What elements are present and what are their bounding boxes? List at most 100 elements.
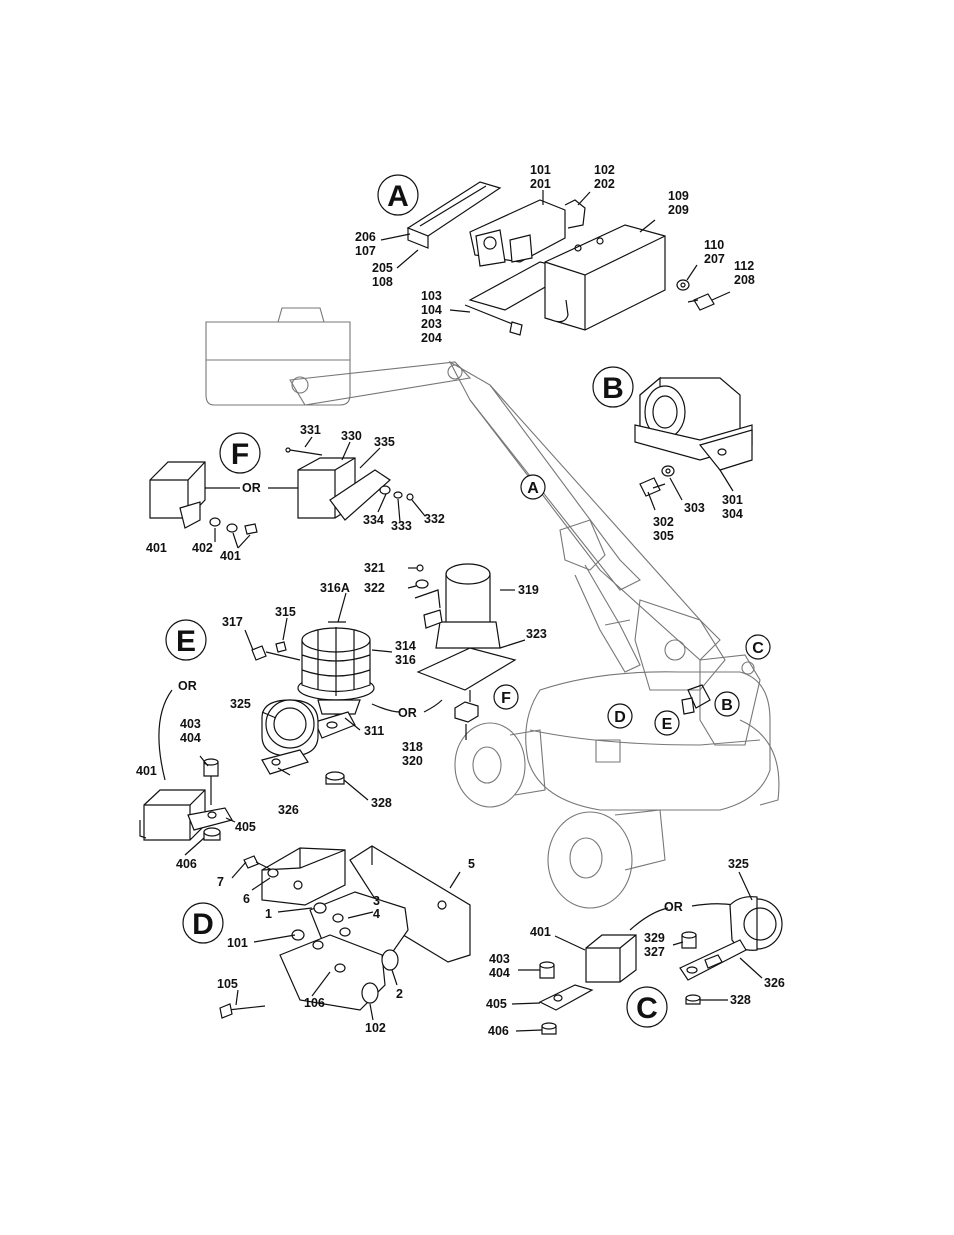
part-label-labels-p109_209-1: 209: [668, 203, 689, 217]
part-label-views-E: E: [176, 625, 196, 658]
beacon-319-assembly: [407, 563, 526, 740]
part-label-labels-p314_316-1: 316: [395, 653, 416, 667]
part-label-or_label: OR: [242, 481, 261, 495]
part-label-labels-p319: 319: [518, 583, 539, 597]
view-E: E: [139, 592, 443, 856]
part-label-labels-p5: 5: [468, 857, 475, 871]
part-label-labels-p401_f: 401: [146, 541, 167, 555]
part-label-labels-p101_201-0: 101: [530, 163, 551, 177]
part-label-labels-p403_404_c-0: 403: [489, 952, 510, 966]
part-label-labels-p330: 330: [341, 429, 362, 443]
view-A-badge: [377, 174, 419, 216]
part-label-views-D: D: [192, 908, 214, 941]
part-label-labels-p403_404_e-1: 404: [180, 731, 201, 745]
part-label-labels-p316a: 316A: [320, 581, 350, 595]
part-label-or_label: OR: [178, 679, 197, 693]
part-label-labels-p301_304-0: 301: [722, 493, 743, 507]
view-B-badge: [592, 366, 634, 408]
view-C: C: [511, 871, 783, 1035]
view-A-labels: 101 201 102 202 109 209 206 107 205 108 …: [355, 163, 755, 345]
part-label-labels-p206_107-1: 107: [355, 244, 376, 258]
part-label-labels-p205_108-0: 205: [372, 261, 393, 275]
part-label-labels-p335: 335: [374, 435, 395, 449]
part-label-views-B: B: [602, 372, 624, 405]
part-label-labels-p6: 6: [243, 892, 250, 906]
part-label-labels-p401_f2: 401: [220, 549, 241, 563]
part-label-labels-p318_320-1: 320: [402, 754, 423, 768]
part-label-labels-p109_209-0: 109: [668, 189, 689, 203]
part-label-labels-p110_207-1: 207: [704, 252, 725, 266]
part-label-labels-p406_c: 406: [488, 1024, 509, 1038]
part-label-labels-p302_305-0: 302: [653, 515, 674, 529]
view-D: D: [182, 845, 471, 1021]
machine-callout-B: B: [714, 691, 740, 717]
part-label-labels-p302_305-1: 305: [653, 529, 674, 543]
view-F-labels: OR 331 330 335 334 333 332 401 402 401: [146, 423, 445, 563]
part-label-labels-p334: 334: [363, 513, 384, 527]
view-E-labels: 316A 315 317 314 316 OR 311 OR 325 326 3…: [136, 581, 417, 871]
part-label-labels-p318_320-0: 318: [402, 740, 423, 754]
part-label-labels-p329_327-0: 329: [644, 931, 665, 945]
view-B: B: [592, 366, 753, 511]
machine-callout-D: D: [607, 703, 633, 729]
view-D-badge: [182, 902, 224, 944]
view-C-labels: 325 OR 401 329 327 403 404 326 405 328 4…: [486, 857, 785, 1038]
part-label-labels-p317: 317: [222, 615, 243, 629]
view-A: A: [377, 174, 731, 336]
part-label-machine_callouts-A: A: [527, 480, 539, 497]
part-label-labels-p328_e: 328: [371, 796, 392, 810]
part-label-labels-p102_202-1: 202: [594, 177, 615, 191]
platform-basket: [205, 307, 351, 406]
part-label-labels-p405_c: 405: [486, 997, 507, 1011]
part-label-labels-p303: 303: [684, 501, 705, 515]
part-label-labels-p1: 1: [265, 907, 272, 921]
view-F: F: [149, 432, 426, 549]
part-label-labels-p326_c: 326: [764, 976, 785, 990]
part-label-machine_callouts-C: C: [752, 640, 764, 657]
part-label-labels-p322: 322: [364, 581, 385, 595]
part-label-labels-p3_4-1: 4: [373, 907, 380, 921]
part-label-labels-p101_d: 101: [227, 936, 248, 950]
part-label-labels-p325_c: 325: [728, 857, 749, 871]
part-label-labels-p103_204-3: 204: [421, 331, 442, 345]
wheels: [454, 719, 780, 909]
part-label-machine_callouts-E: E: [662, 716, 673, 733]
part-label-labels-p7: 7: [217, 875, 224, 889]
part-label-labels-p329_327-1: 327: [644, 945, 665, 959]
part-label-labels-p401_e: 401: [136, 764, 157, 778]
part-label-labels-p110_207-0: 110: [704, 238, 724, 252]
telescopic-boom: [289, 360, 726, 691]
machine-callout-C: C: [745, 634, 771, 660]
part-label-labels-p103_204-1: 104: [421, 303, 442, 317]
part-label-machine_callouts-F: F: [501, 690, 511, 707]
part-label-labels-p406_e: 406: [176, 857, 197, 871]
part-label-labels-p402: 402: [192, 541, 213, 555]
part-label-views-A: A: [387, 180, 409, 213]
view-C-badge: [626, 986, 668, 1028]
part-label-labels-p332: 332: [424, 512, 445, 526]
part-label-labels-p112_208-1: 208: [734, 273, 755, 287]
part-label-labels-p2: 2: [396, 987, 403, 1001]
part-label-labels-p101_201-1: 201: [530, 177, 551, 191]
machine-callout-A: A: [520, 474, 546, 500]
part-label-labels-p401_c: 401: [530, 925, 551, 939]
part-label-or_label: OR: [664, 900, 683, 914]
chassis: [525, 654, 771, 811]
part-label-labels-p112_208-0: 112: [734, 259, 754, 273]
part-label-labels-p106: 106: [304, 996, 325, 1010]
part-label-labels-p205_108-1: 108: [372, 275, 393, 289]
part-label-views-C: C: [636, 992, 658, 1025]
view-B-labels: 301 304 303 302 305: [653, 493, 743, 543]
part-label-labels-p103_204-2: 203: [421, 317, 442, 331]
part-label-labels-p326_e: 326: [278, 803, 299, 817]
part-label-labels-p206_107-0: 206: [355, 230, 376, 244]
part-label-machine_callouts-B: B: [721, 697, 733, 714]
part-label-labels-p105: 105: [217, 977, 238, 991]
part-label-labels-p3_4-0: 3: [373, 894, 380, 908]
view-F-badge: [219, 432, 261, 474]
part-label-labels-p331: 331: [300, 423, 321, 437]
part-label-labels-p323: 323: [526, 627, 547, 641]
part-label-labels-p311: 311: [364, 724, 384, 738]
part-label-labels-p315: 315: [275, 605, 296, 619]
